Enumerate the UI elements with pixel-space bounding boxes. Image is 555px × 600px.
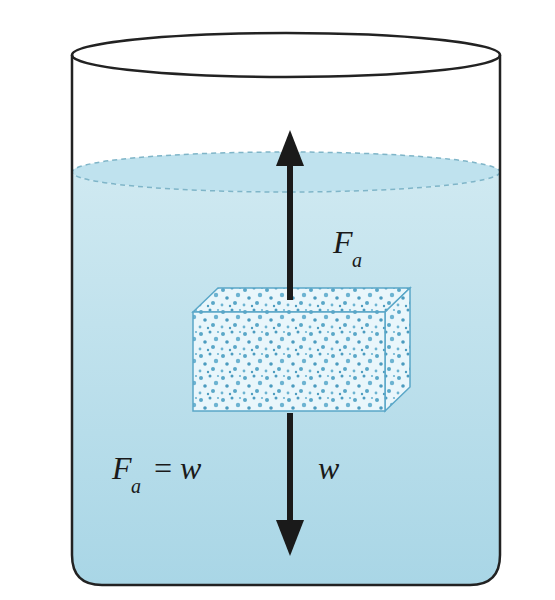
force-symbol-text: F <box>112 450 132 486</box>
weight-symbol: w <box>180 452 201 484</box>
buoyant-force-arrow <box>287 160 293 300</box>
block-side <box>385 288 410 411</box>
force-subscript-text: a <box>352 249 362 271</box>
equals-sign: = <box>152 452 174 484</box>
beaker-rim <box>72 33 500 77</box>
water-body <box>72 172 500 585</box>
weight-symbol-text: w <box>318 450 339 486</box>
arrow-head <box>276 520 304 556</box>
force-symbol-text: F <box>333 224 353 260</box>
force-symbol: F <box>112 452 132 484</box>
arrow-head <box>276 130 304 166</box>
beaker-wall <box>72 55 500 585</box>
weight-symbol-text: w <box>180 450 201 486</box>
weight-symbol: w <box>318 452 339 484</box>
equals-sign-text: = <box>152 450 174 486</box>
weight-arrow <box>287 413 293 525</box>
block-front <box>193 312 385 411</box>
force-subscript: a <box>352 250 362 270</box>
force-subscript-text: a <box>131 475 141 497</box>
block-top <box>193 288 410 312</box>
force-subscript: a <box>131 476 141 496</box>
force-symbol: F <box>333 226 353 258</box>
